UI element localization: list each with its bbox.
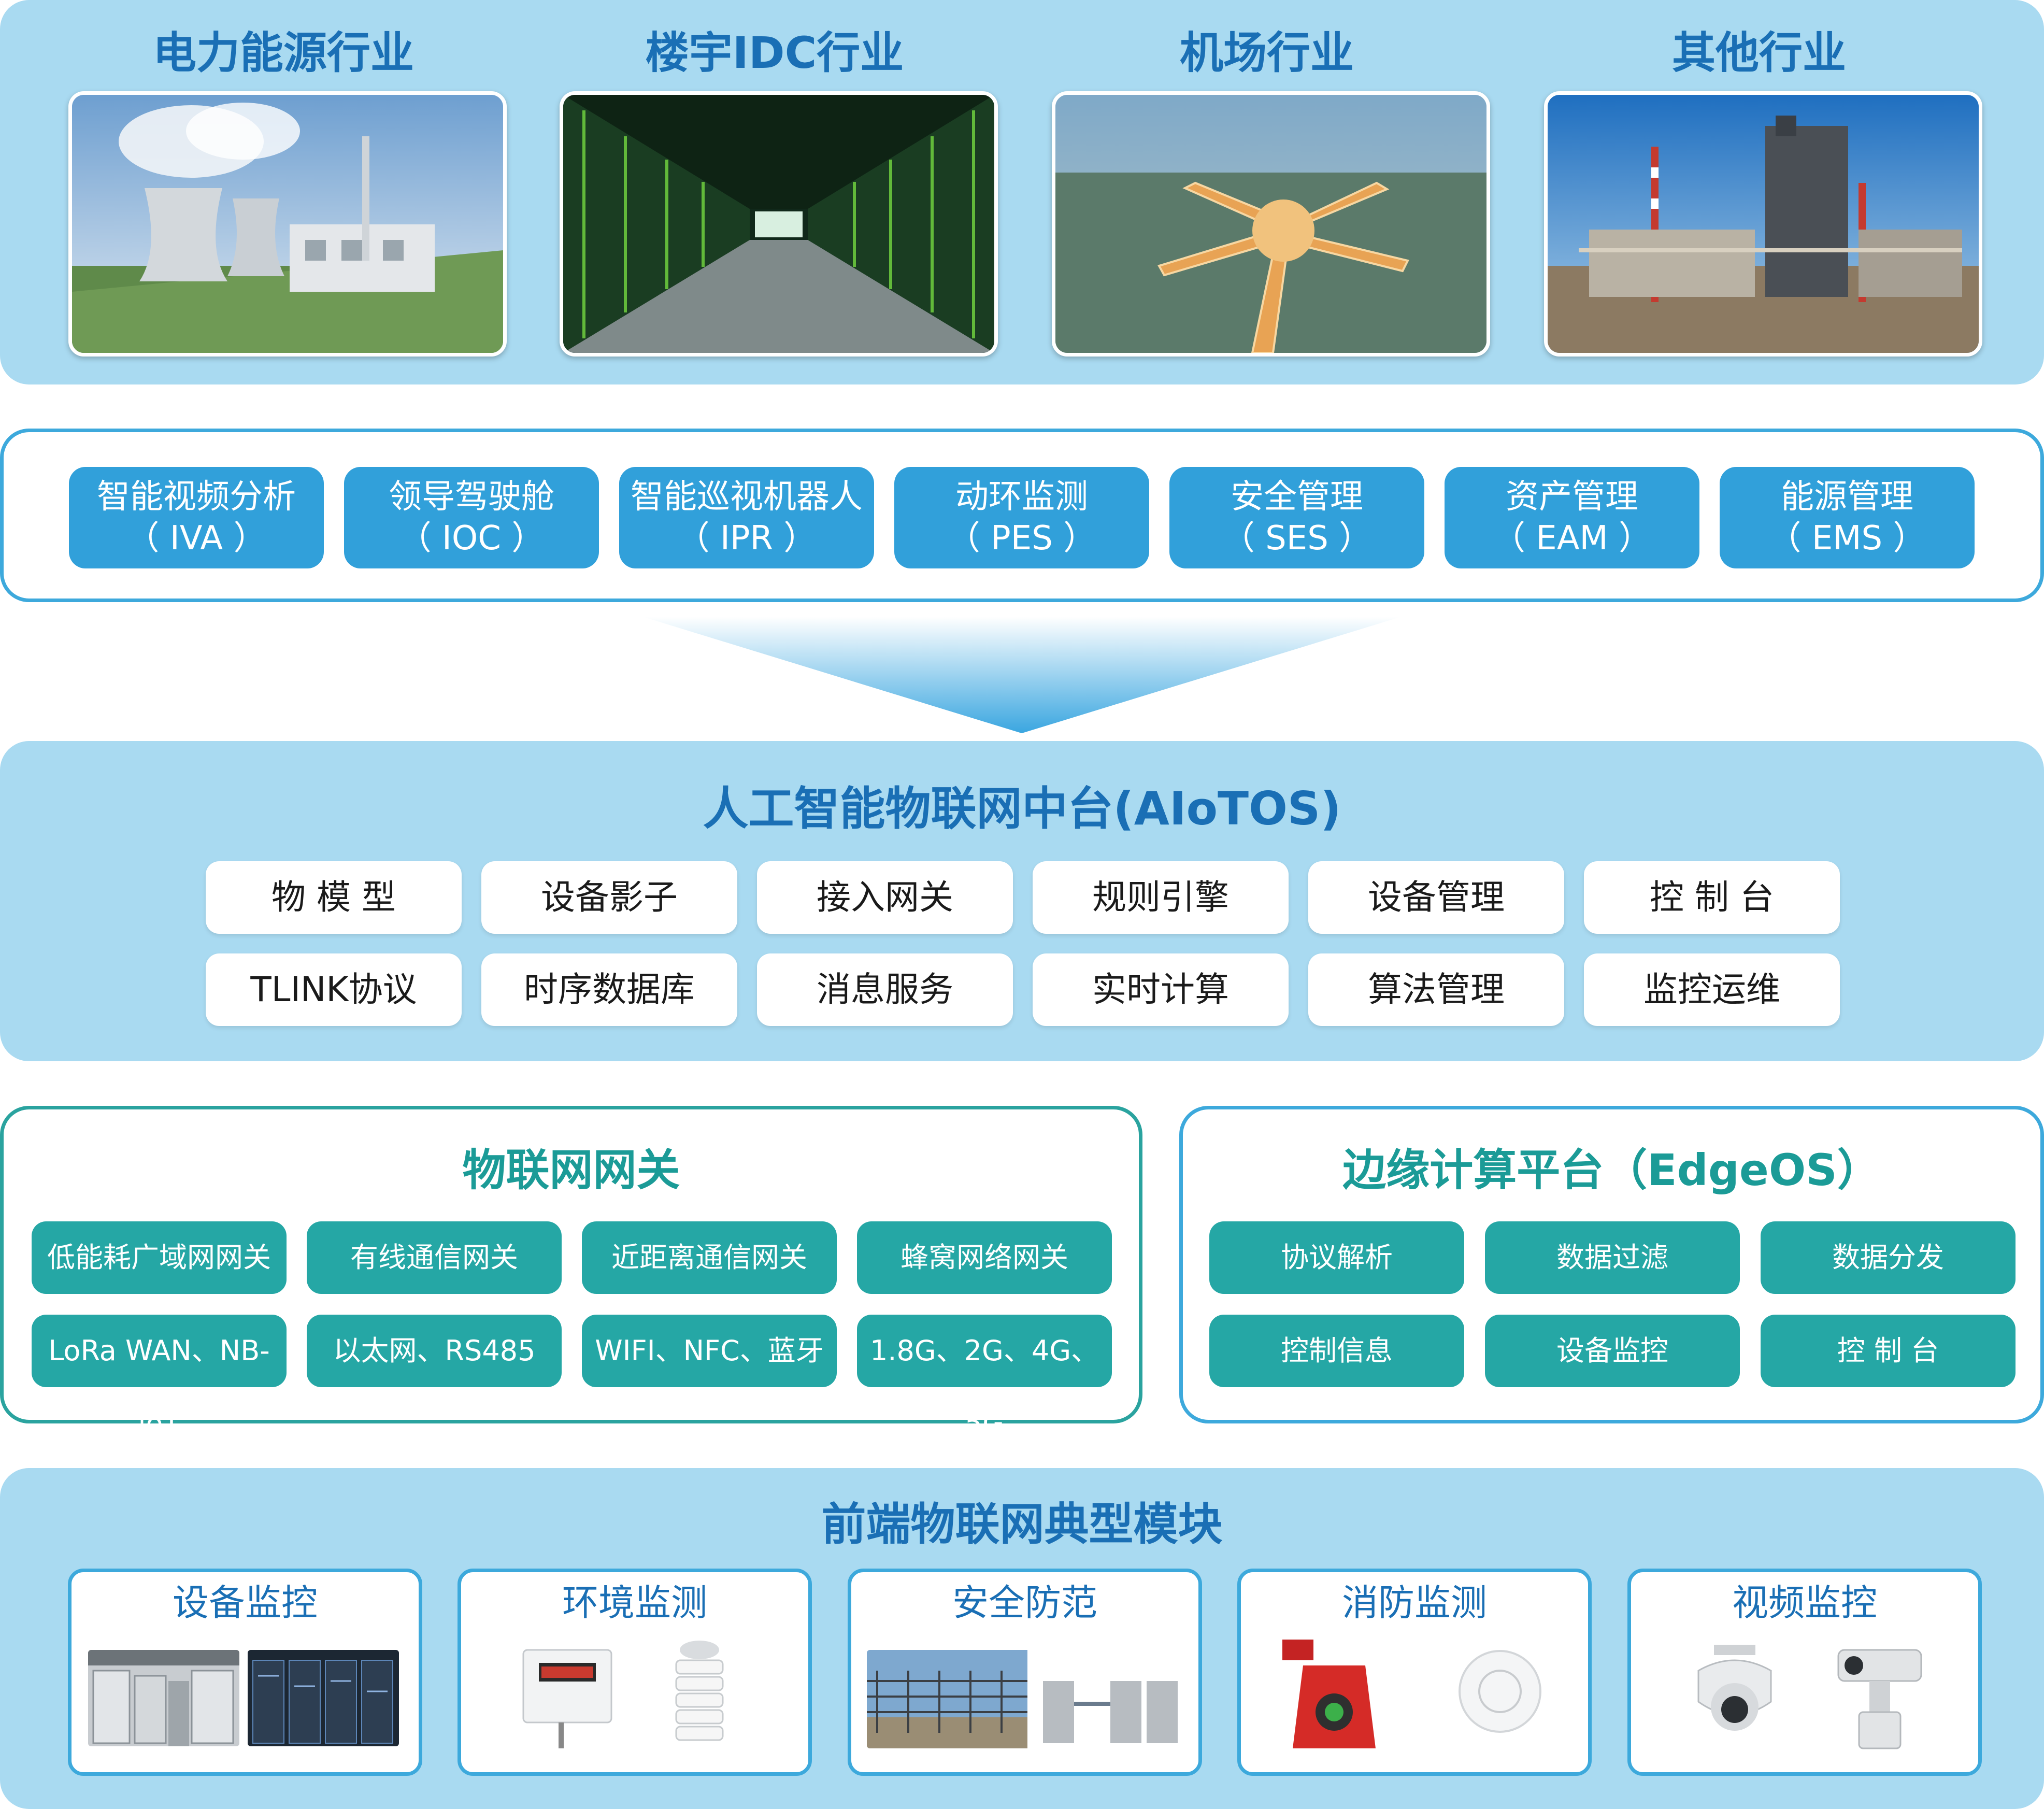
gateway-cellular[interactable]: 蜂窝网络网关	[857, 1221, 1112, 1294]
industry-title-other: 其他行业	[1671, 27, 1846, 78]
app-pes-button[interactable]: 动环监测（ PES ）	[894, 467, 1149, 568]
industry-title-power: 电力能源行业	[152, 27, 414, 78]
app-abbr: （ EMS ）	[1768, 519, 1926, 558]
app-ipr-button[interactable]: 智能巡视机器人（ IPR ）	[619, 467, 874, 568]
platform-item-message-service[interactable]: 消息服务	[757, 953, 1013, 1026]
app-abbr: （ IPR ）	[676, 519, 817, 558]
app-ioc-button[interactable]: 领导驾驶舱（ IOC ）	[344, 467, 599, 568]
module-title: 设备监控	[173, 1582, 318, 1624]
industries-panel: 电力能源行业 楼宇IDC行业 机场行业 其他行业	[0, 0, 2044, 384]
edge-data-distribution[interactable]: 数据分发	[1761, 1221, 2016, 1294]
gateway-wifi-nfc-bluetooth[interactable]: WIFI、NFC、蓝牙	[582, 1315, 837, 1387]
platform-title: 人工智能物联网中台(AIoTOS)	[703, 782, 1341, 835]
camera-photo	[1652, 1629, 1957, 1754]
app-ses-button[interactable]: 安全管理（ SES ）	[1169, 467, 1424, 568]
down-arrow-icon	[642, 617, 1402, 733]
applications-panel: 智能视频分析（ IVA ） 领导驾驶舱（ IOC ） 智能巡视机器人（ IPR …	[0, 429, 2044, 602]
module-title: 安全防范	[952, 1582, 1097, 1624]
edge-data-filtering[interactable]: 数据过滤	[1485, 1221, 1740, 1294]
gateway-panel: 物联网网关 低能耗广域网网关 有线通信网关 近距离通信网关 蜂窝网络网关 LoR…	[0, 1106, 1142, 1440]
module-title: 视频监控	[1732, 1582, 1877, 1624]
app-name: 能源管理	[1781, 478, 1913, 516]
gateway-ethernet-rs485[interactable]: 以太网、RS485	[307, 1315, 562, 1387]
sensor-photo	[492, 1634, 777, 1754]
fire-detector-photo	[1262, 1629, 1567, 1754]
fence-gate-photo	[867, 1650, 1183, 1748]
edge-control-info[interactable]: 控制信息	[1209, 1315, 1464, 1387]
industry-title-idc: 楼宇IDC行业	[645, 27, 904, 78]
edge-console[interactable]: 控 制 台	[1761, 1315, 2016, 1387]
platform-item-access-gateway[interactable]: 接入网关	[757, 861, 1013, 934]
platform-item-rule-engine[interactable]: 规则引擎	[1033, 861, 1289, 934]
app-name: 智能巡视机器人	[631, 478, 863, 516]
app-iva-button[interactable]: 智能视频分析（ IVA ）	[69, 467, 324, 568]
app-name: 智能视频分析	[97, 478, 296, 516]
frontend-title: 前端物联网典型模块	[821, 1499, 1223, 1550]
power-plant-photo	[68, 91, 507, 357]
platform-item-monitoring-ops[interactable]: 监控运维	[1584, 953, 1840, 1026]
gateway-cellular-bands[interactable]: 1.8G、2G、4G、5G	[857, 1315, 1112, 1440]
gateway-title: 物联网网关	[462, 1145, 680, 1195]
app-abbr: （ EAM ）	[1492, 519, 1652, 558]
platform-item-device-management[interactable]: 设备管理	[1308, 861, 1564, 934]
industry-title-airport: 机场行业	[1179, 27, 1354, 78]
app-abbr: （ IOC ）	[398, 519, 545, 558]
gateway-short-range[interactable]: 近距离通信网关	[582, 1221, 837, 1294]
app-abbr: （ SES ）	[1221, 519, 1373, 558]
gateway-lora-nbiot[interactable]: LoRa WAN、NB-loT	[32, 1315, 287, 1440]
server-rack-photo	[248, 1650, 399, 1746]
module-device-monitoring[interactable]: 设备监控	[68, 1569, 422, 1776]
edge-device-monitoring[interactable]: 设备监控	[1485, 1315, 1740, 1387]
module-security-protection[interactable]: 安全防范	[848, 1569, 1202, 1776]
app-ems-button[interactable]: 能源管理（ EMS ）	[1720, 467, 1975, 568]
gateway-lpwan[interactable]: 低能耗广域网网关	[32, 1221, 287, 1294]
platform-item-device-shadow[interactable]: 设备影子	[481, 861, 737, 934]
app-abbr: （ IVA ）	[126, 519, 267, 558]
platform-item-tlink-protocol[interactable]: TLINK协议	[206, 953, 462, 1026]
module-video-surveillance[interactable]: 视频监控	[1627, 1569, 1982, 1776]
app-name: 资产管理	[1506, 478, 1638, 516]
steel-plant-photo	[1544, 91, 1982, 357]
platform-panel: 人工智能物联网中台(AIoTOS) 物 模 型 设备影子 接入网关 规则引擎 设…	[0, 741, 2044, 1061]
module-environment-monitoring[interactable]: 环境监测	[458, 1569, 812, 1776]
frontend-panel: 前端物联网典型模块 设备监控	[0, 1468, 2044, 1809]
app-name: 动环监测	[955, 478, 1088, 516]
platform-item-console[interactable]: 控 制 台	[1584, 861, 1840, 934]
app-eam-button[interactable]: 资产管理（ EAM ）	[1445, 467, 1699, 568]
cabinet-photo	[88, 1650, 239, 1746]
edge-panel: 边缘计算平台（EdgeOS） 协议解析 数据过滤 数据分发 控制信息 设备监控 …	[1179, 1106, 2044, 1423]
airport-photo	[1052, 91, 1490, 357]
gateway-wired[interactable]: 有线通信网关	[307, 1221, 562, 1294]
edge-title: 边缘计算平台（EdgeOS）	[1342, 1145, 1881, 1195]
edge-protocol-parsing[interactable]: 协议解析	[1209, 1221, 1464, 1294]
app-abbr: （ PES ）	[947, 519, 1097, 558]
module-title: 消防监测	[1342, 1582, 1487, 1624]
app-name: 安全管理	[1231, 478, 1363, 516]
module-fire-monitoring[interactable]: 消防监测	[1237, 1569, 1592, 1776]
platform-item-realtime-compute[interactable]: 实时计算	[1033, 953, 1289, 1026]
data-center-photo	[560, 91, 998, 357]
platform-item-algorithm-management[interactable]: 算法管理	[1308, 953, 1564, 1026]
module-title: 环境监测	[562, 1582, 707, 1624]
platform-item-thing-model[interactable]: 物 模 型	[206, 861, 462, 934]
platform-item-timeseries-db[interactable]: 时序数据库	[481, 953, 737, 1026]
app-name: 领导驾驶舱	[389, 478, 554, 516]
